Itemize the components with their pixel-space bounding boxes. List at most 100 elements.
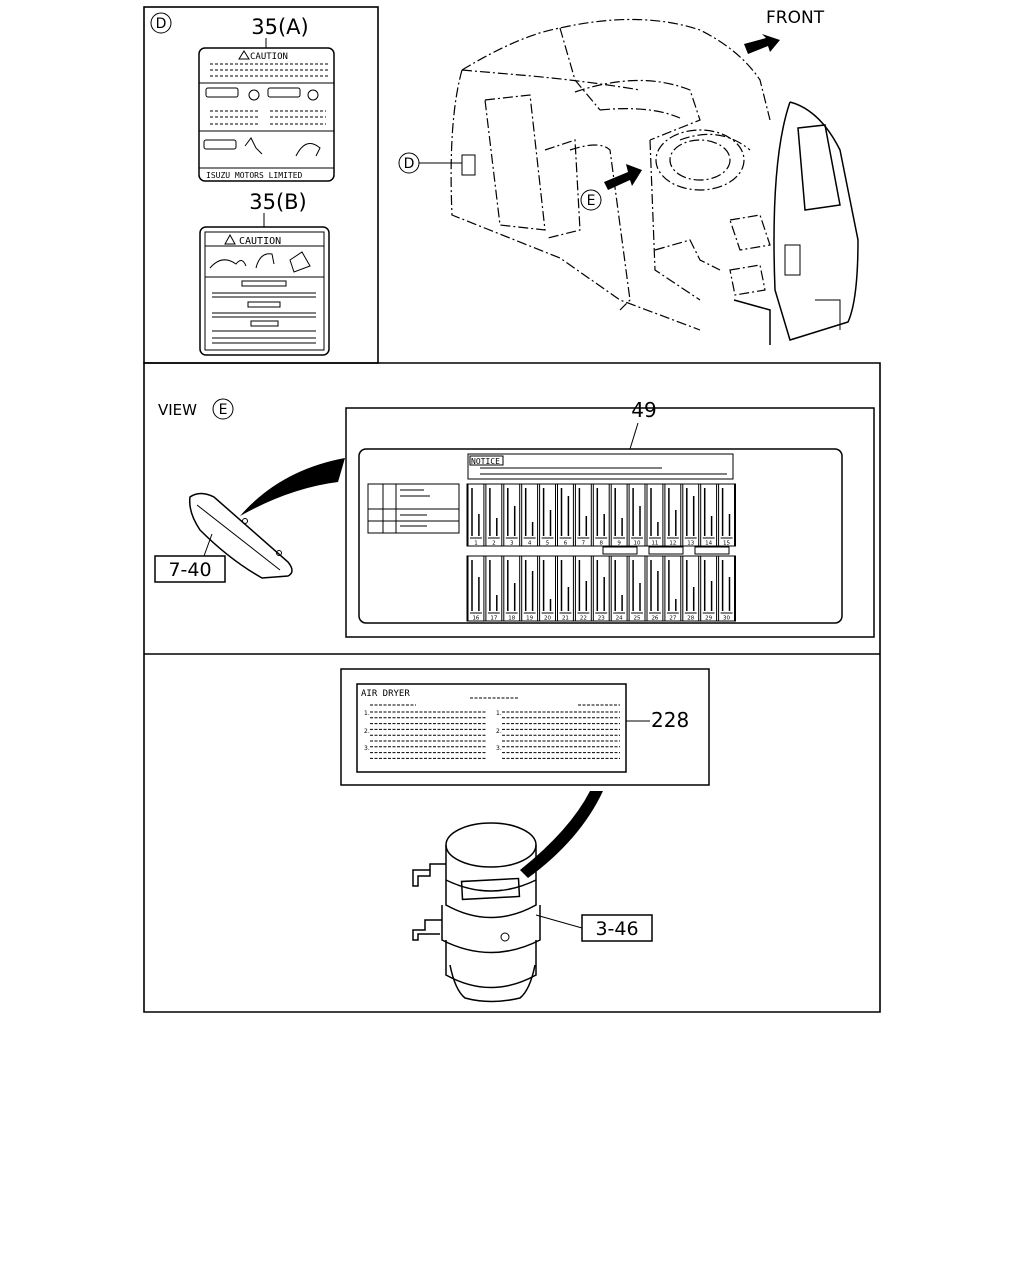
fuse-box-cover — [188, 492, 293, 579]
part-label-35b: 35(B) — [249, 190, 307, 214]
view-e-title: VIEW — [158, 401, 197, 419]
leader-wedge — [240, 458, 345, 516]
fuse-slot: 4 — [521, 483, 539, 547]
fuse-number: 29 — [705, 616, 712, 622]
fuse-number: 7 — [582, 541, 586, 547]
fuse-number: 27 — [669, 616, 676, 622]
fuse-number: 30 — [723, 616, 730, 622]
svg-text:1.: 1. — [364, 710, 370, 717]
svg-text:7-40: 7-40 — [168, 559, 211, 581]
fuse-slot: 18 — [503, 555, 521, 622]
svg-text:E: E — [587, 193, 596, 209]
svg-text:D: D — [404, 156, 415, 172]
warning-triangle-icon — [224, 233, 236, 245]
fuse-slot: 5 — [539, 483, 556, 547]
fuse-slot: 24 — [610, 555, 628, 622]
fuse-slot: 19 — [521, 555, 539, 622]
door-icon — [289, 251, 311, 273]
svg-text:1.: 1. — [496, 710, 502, 717]
label-49-frame — [345, 407, 875, 638]
air-dryer-label: AIR DRYER 1. 2. 3. 1. 2. 3. — [356, 683, 627, 773]
svg-text:3.: 3. — [364, 745, 370, 752]
fuse-number: 20 — [544, 616, 551, 622]
fuse-slot: 8 — [592, 483, 610, 547]
fuse-slot: 3 — [503, 483, 521, 547]
fuse-number: 22 — [580, 616, 587, 622]
fuse-slot: 6 — [557, 483, 574, 547]
front-arrow-icon — [744, 34, 780, 54]
part-label-49: 49 — [631, 398, 656, 422]
fan-icon — [307, 89, 319, 101]
svg-text:2.: 2. — [364, 728, 370, 735]
leader-49 — [629, 422, 639, 450]
air-dryer-unit — [412, 791, 603, 1003]
label-228-frame — [340, 668, 710, 786]
seat-icon — [255, 253, 275, 269]
view-d-circle-marker: D — [150, 12, 172, 34]
fan-icon — [248, 89, 260, 101]
fuse-slot: 20 — [539, 555, 556, 622]
fuse-slot: 17 — [485, 555, 503, 622]
fuse-slot: 21 — [557, 555, 574, 622]
fuse-slot: 22 — [574, 555, 592, 622]
fuse-slot: 11 — [646, 483, 664, 547]
fuse-slot: 29 — [700, 555, 718, 622]
callout-d: D — [398, 152, 462, 174]
warning-triangle-icon — [238, 50, 250, 60]
caution-label-35a: CAUTION ISUZU MOTORS LIMITED — [198, 47, 335, 182]
fuse-number: 3 — [510, 541, 514, 547]
view-d-letter: D — [156, 16, 167, 32]
notice-text: NOTICE — [471, 457, 500, 466]
location-arrow-icon — [604, 164, 642, 190]
svg-text:2.: 2. — [496, 728, 502, 735]
hand-icon — [244, 137, 263, 155]
leader-3-46 — [535, 914, 583, 929]
fuse-slot: 15 — [718, 483, 735, 547]
caution-text-b: CAUTION — [239, 236, 281, 247]
front-label: FRONT — [766, 8, 825, 28]
fuse-slot: 2 — [485, 483, 503, 547]
fuse-number: 15 — [723, 541, 730, 547]
fuse-slot: 27 — [664, 555, 682, 622]
air-dryer-title: AIR DRYER — [361, 689, 410, 699]
relay-indicators — [602, 546, 730, 555]
fuse-slot: 1 — [467, 483, 485, 547]
svg-text:3.: 3. — [496, 745, 502, 752]
fuse-number: 16 — [472, 616, 479, 622]
fuse-number: 26 — [651, 616, 658, 622]
caution-text-a: CAUTION — [250, 52, 288, 62]
fuse-slot: 30 — [718, 555, 735, 622]
fuse-number: 11 — [651, 541, 658, 547]
fuse-number: 8 — [600, 541, 604, 547]
fuse-number: 9 — [617, 541, 621, 547]
fuse-number: 1 — [474, 541, 478, 547]
fuse-slot: 26 — [646, 555, 664, 622]
part-label-35a: 35(A) — [251, 15, 308, 39]
fuse-slot: 25 — [628, 555, 646, 622]
ref-box-3-46[interactable]: 3-46 — [581, 914, 653, 942]
fuse-slot: 16 — [467, 555, 485, 622]
fuse-number: 10 — [634, 541, 641, 547]
fuse-number: 21 — [562, 616, 569, 622]
figure-icon — [295, 143, 321, 157]
fuse-number: 6 — [564, 541, 568, 547]
legend-table — [367, 483, 460, 534]
ref-box-7-40[interactable]: 7-40 — [154, 555, 226, 583]
main-frame — [143, 362, 881, 1013]
fuse-number: 25 — [634, 616, 641, 622]
view-e-circle-marker: E — [212, 398, 234, 420]
fuse-number: 18 — [508, 616, 515, 622]
person-icon — [209, 259, 247, 269]
leader-7-40 — [203, 533, 213, 557]
fuse-slot: 13 — [682, 483, 700, 547]
fuse-number: 4 — [528, 541, 532, 547]
fuse-number: 13 — [687, 541, 694, 547]
fuse-slot: 9 — [610, 483, 628, 547]
fuse-number: 5 — [546, 541, 550, 547]
fuse-slot: 28 — [682, 555, 700, 622]
fuse-label-49 — [358, 448, 843, 624]
cab-illustration — [450, 18, 859, 345]
